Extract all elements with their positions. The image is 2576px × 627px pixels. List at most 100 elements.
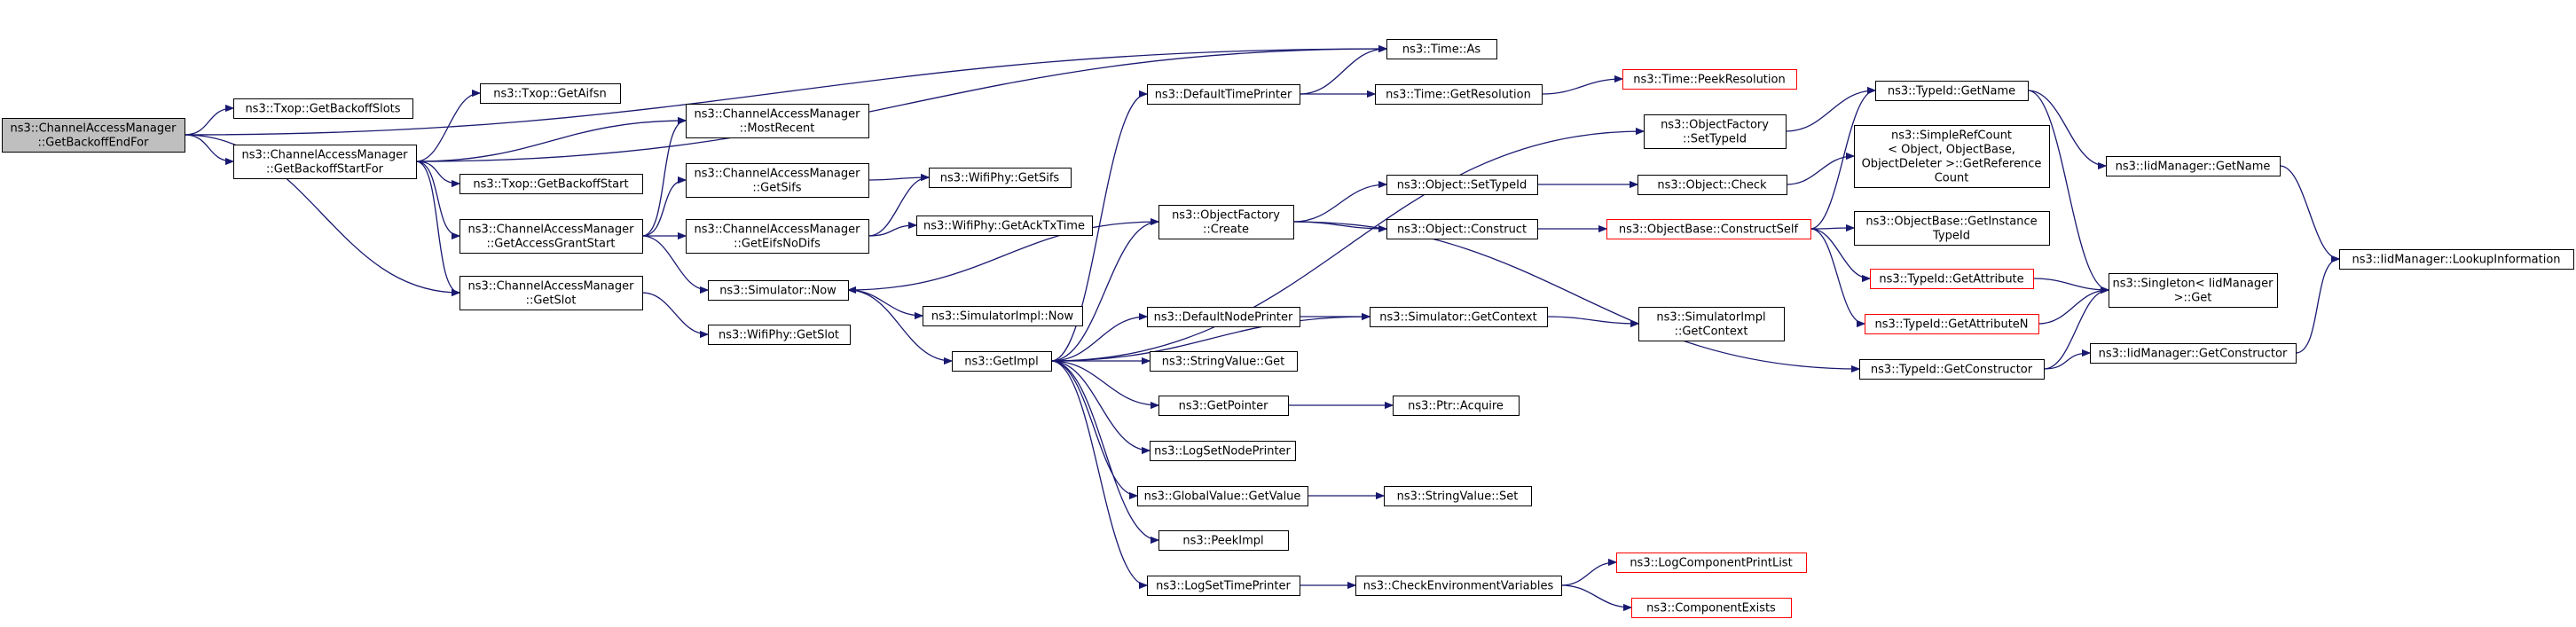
node-cam-eifs[interactable]: ns3::ChannelAccessManager::GetEifsNoDifs xyxy=(686,219,869,254)
edge-cam-startfor-to-time-as xyxy=(415,49,1386,162)
edge-cam-grant-to-sim-now xyxy=(641,235,708,290)
node-label: ns3::GetPointer xyxy=(1179,400,1268,413)
node-box xyxy=(1637,175,1787,195)
node-strval-get[interactable]: ns3::StringValue::Get xyxy=(1150,351,1298,372)
node-box xyxy=(1616,553,1807,573)
node-box xyxy=(233,98,413,119)
node-checkenv[interactable]: ns3::CheckEnvironmentVariables xyxy=(1355,576,1562,596)
node-label: TypeId xyxy=(1932,230,1970,243)
node-iid-getctor[interactable]: ns3::IidManager::GetConstructor xyxy=(2090,343,2297,364)
node-globval[interactable]: ns3::GlobalValue::GetValue xyxy=(1137,486,1308,506)
node-label: ns3::SimpleRefCount xyxy=(1891,129,2012,143)
node-strval-set[interactable]: ns3::StringValue::Set xyxy=(1384,486,1532,506)
node-def-time[interactable]: ns3::DefaultTimePrinter xyxy=(1147,84,1300,105)
node-label: ns3::TypeId::GetConstructor xyxy=(1871,364,2033,377)
node-label: ::GetBackoffStartFor xyxy=(266,163,384,176)
node-label: ns3::ChannelAccessManager xyxy=(11,122,177,136)
node-cam-grant[interactable]: ns3::ChannelAccessManager::GetAccessGran… xyxy=(459,219,643,254)
node-label: ns3::Object::Check xyxy=(1657,179,1767,192)
node-box xyxy=(686,104,869,138)
node-cam-mostrecent[interactable]: ns3::ChannelAccessManager::MostRecent xyxy=(686,104,869,138)
node-label: ::GetSifs xyxy=(752,182,801,195)
node-label: ::Create xyxy=(1203,223,1249,237)
node-box xyxy=(1384,486,1532,506)
node-label: ns3::ComponentExists xyxy=(1646,602,1776,615)
node-txop-aifsn[interactable]: ns3::Txop::GetAifsn xyxy=(480,83,621,104)
node-label: ns3::StringValue::Get xyxy=(1162,356,1284,369)
edge-objf-settypeid-to-typeid-getname xyxy=(1785,90,1875,132)
node-obj-construct[interactable]: ns3::Object::Construct xyxy=(1386,219,1538,239)
node-sim-context[interactable]: ns3::Simulator::GetContext xyxy=(1370,307,1548,327)
node-lognode[interactable]: ns3::LogSetNodePrinter xyxy=(1150,441,1296,461)
node-label: ns3::ObjectBase::ConstructSelf xyxy=(1619,223,1799,237)
edge-typeid-getname-to-singleton xyxy=(2027,90,2109,290)
node-box xyxy=(1606,219,1811,239)
node-def-node[interactable]: ns3::DefaultNodePrinter xyxy=(1147,307,1300,327)
edge-iid-getctor-to-iid-lookup xyxy=(2295,259,2340,354)
edge-checkenv-to-comp-exists xyxy=(1560,584,1631,607)
node-label: ns3::LogSetNodePrinter xyxy=(1154,445,1291,458)
node-box xyxy=(1375,84,1543,105)
edge-cam-slot-to-wifi-slot xyxy=(641,292,708,334)
edge-getimpl-to-sim-context xyxy=(1050,317,1370,362)
node-wifi-sifs[interactable]: ns3::WifiPhy::GetSifs xyxy=(929,168,1072,188)
node-label: ns3::CheckEnvironmentVariables xyxy=(1363,580,1554,593)
node-box xyxy=(1137,486,1308,506)
node-simimpl-context[interactable]: ns3::SimulatorImpl::GetContext xyxy=(1638,307,1785,341)
node-ptr-acquire[interactable]: ns3::Ptr::Acquire xyxy=(1393,396,1520,416)
node-simimpl-now[interactable]: ns3::SimulatorImpl::Now xyxy=(923,306,1083,326)
node-log-printlist[interactable]: ns3::LogComponentPrintList xyxy=(1616,553,1807,573)
node-typeid-getattrn[interactable]: ns3::TypeId::GetAttributeN xyxy=(1865,314,2039,334)
edge-cam-grant-to-cam-mostrecent xyxy=(641,121,687,237)
node-box xyxy=(1393,396,1520,416)
node-box xyxy=(1622,69,1797,90)
edge-root-to-txop-slots xyxy=(184,108,233,136)
node-sim-now[interactable]: ns3::Simulator::Now xyxy=(708,280,849,301)
node-box xyxy=(2106,156,2281,176)
node-peekimpl[interactable]: ns3::PeekImpl xyxy=(1158,530,1289,551)
node-typeid-getctor[interactable]: ns3::TypeId::GetConstructor xyxy=(1859,359,2045,380)
node-objf-create[interactable]: ns3::ObjectFactory::Create xyxy=(1158,205,1294,239)
node-label: ns3::ChannelAccessManager xyxy=(695,108,861,121)
edge-time-res-to-time-peek xyxy=(1541,79,1622,95)
node-label: ObjectDeleter >::GetReference xyxy=(1862,158,2042,171)
edge-root-to-time-as xyxy=(184,49,1386,136)
node-cam-sifs[interactable]: ns3::ChannelAccessManager::GetSifs xyxy=(686,163,869,198)
node-iid-lookup[interactable]: ns3::IidManager::LookupInformation xyxy=(2339,249,2574,270)
node-box xyxy=(686,163,869,198)
node-root[interactable]: ns3::ChannelAccessManager::GetBackoffEnd… xyxy=(2,118,185,153)
node-txop-slots[interactable]: ns3::Txop::GetBackoffSlots xyxy=(233,98,413,119)
node-label: ns3::Time::GetResolution xyxy=(1386,89,1531,102)
edge-typeid-getctor-to-iid-getctor xyxy=(2043,353,2090,370)
node-singleton[interactable]: ns3::Singleton< IidManager >::Get xyxy=(2109,273,2278,308)
node-objf-settypeid[interactable]: ns3::ObjectFactory::SetTypeId xyxy=(1644,114,1787,149)
node-time-as[interactable]: ns3::Time::As xyxy=(1386,39,1497,59)
edge-getimpl-to-objf-settypeid xyxy=(1050,131,1644,362)
node-cam-startfor[interactable]: ns3::ChannelAccessManager::GetBackoffSta… xyxy=(233,145,417,179)
node-cam-slot[interactable]: ns3::ChannelAccessManager::GetSlot xyxy=(459,276,643,310)
edge-cam-grant-to-cam-sifs xyxy=(641,180,687,237)
node-logtime[interactable]: ns3::LogSetTimePrinter xyxy=(1147,576,1300,596)
node-iid-getname[interactable]: ns3::IidManager::GetName xyxy=(2106,156,2281,176)
node-txop-start[interactable]: ns3::Txop::GetBackoffStart xyxy=(459,174,643,194)
node-time-res[interactable]: ns3::Time::GetResolution xyxy=(1375,84,1543,105)
node-simpleref[interactable]: ns3::SimpleRefCount< Object, ObjectBase,… xyxy=(1854,125,2050,188)
node-obj-check[interactable]: ns3::Object::Check xyxy=(1637,175,1787,195)
node-comp-exists[interactable]: ns3::ComponentExists xyxy=(1631,598,1792,618)
node-wifi-ack[interactable]: ns3::WifiPhy::GetAckTxTime xyxy=(916,216,1093,236)
node-label: ns3::LogSetTimePrinter xyxy=(1156,580,1291,593)
node-label: Count xyxy=(1935,172,1969,185)
node-wifi-slot[interactable]: ns3::WifiPhy::GetSlot xyxy=(708,325,851,345)
node-getimpl[interactable]: ns3::GetImpl xyxy=(952,351,1052,372)
node-obj-settypeid[interactable]: ns3::Object::SetTypeId xyxy=(1386,175,1538,195)
node-time-peek[interactable]: ns3::Time::PeekResolution xyxy=(1622,69,1797,90)
node-getpointer[interactable]: ns3::GetPointer xyxy=(1158,396,1289,416)
edge-checkenv-to-log-printlist xyxy=(1560,562,1616,586)
edge-objf-create-to-obj-construct xyxy=(1292,221,1386,229)
node-label: ::GetEifsNoDifs xyxy=(734,238,821,251)
node-typeid-getname[interactable]: ns3::TypeId::GetName xyxy=(1875,81,2029,101)
node-objbase-construct[interactable]: ns3::ObjectBase::ConstructSelf xyxy=(1606,219,1811,239)
node-typeid-getattr[interactable]: ns3::TypeId::GetAttribute xyxy=(1870,269,2034,289)
